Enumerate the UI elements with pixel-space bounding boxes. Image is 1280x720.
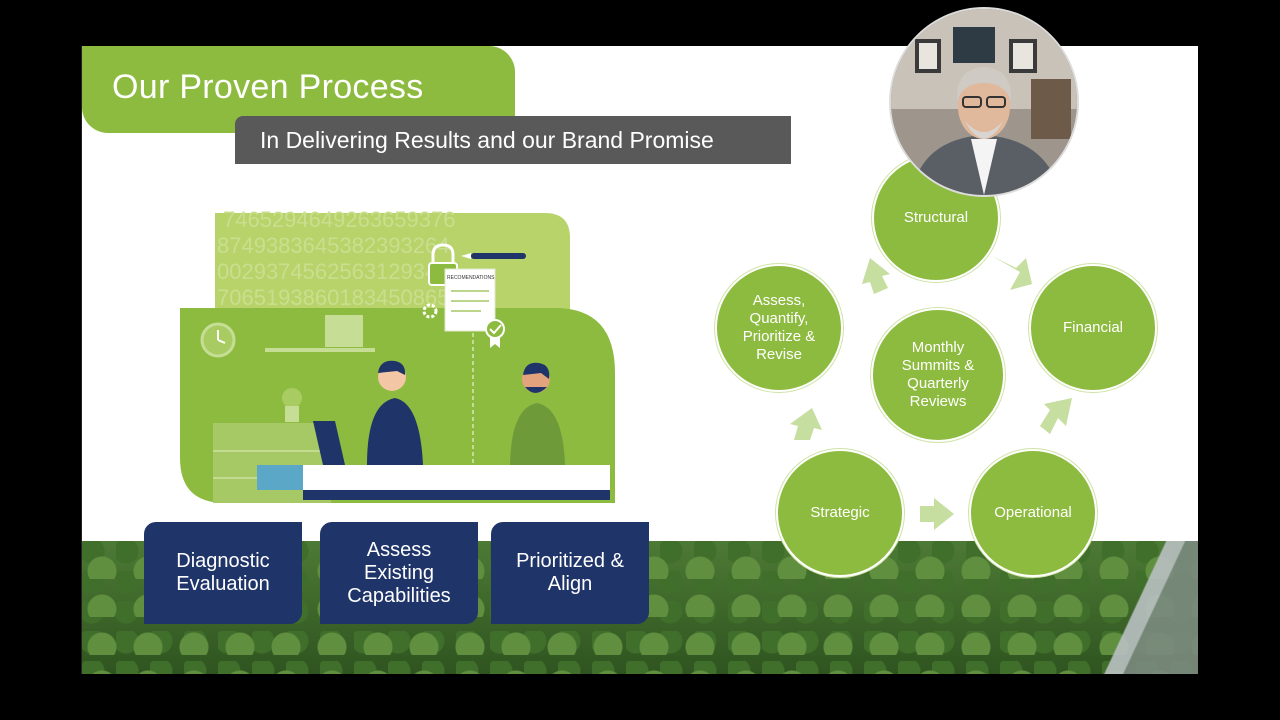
number-pattern-line: 7465294649263659376 (223, 207, 455, 232)
step-label: Assess Existing Capabilities (347, 538, 451, 607)
number-pattern-line: 0029374562563129340 (217, 259, 449, 284)
step-label: Diagnostic Evaluation (176, 550, 270, 595)
client-figure (510, 362, 565, 465)
node-label: Operational (994, 504, 1072, 521)
node-label: Structural (903, 209, 969, 226)
road-background (1088, 541, 1198, 674)
clock-icon (200, 322, 236, 358)
slide-title: Our Proven Process (112, 68, 424, 106)
step-card-assess: Assess Existing Capabilities (320, 522, 478, 624)
consultant-figure (367, 360, 423, 465)
shelf (265, 348, 375, 352)
step-card-prioritize: Prioritized & Align (491, 522, 649, 624)
presenter-image (891, 9, 1077, 195)
arrow-assess-structural (862, 258, 890, 294)
checkmark-badge-icon (485, 319, 505, 348)
center-label: Monthly Summits & Quarterly Reviews (901, 339, 975, 410)
node-label: Strategic (810, 504, 870, 521)
binders (325, 315, 363, 347)
node-label: Financial (1062, 319, 1124, 336)
pen-icon (461, 253, 526, 259)
cycle-node-financial: Financial (1029, 264, 1157, 392)
cycle-center: Monthly Summits & Quarterly Reviews (871, 308, 1005, 442)
cycle-node-operational: Operational (969, 449, 1097, 577)
number-pattern-line: 7065193860183450865 (217, 285, 449, 310)
arrow-strategic-assess (790, 408, 822, 440)
cycle-node-strategic: Strategic (776, 449, 904, 577)
gear-icon (422, 303, 438, 319)
node-label: Assess, Quantify, Prioritize & Revise (742, 292, 816, 363)
subtitle-banner: In Delivering Results and our Brand Prom… (235, 116, 791, 164)
presentation-slide: Our Proven Process In Delivering Results… (82, 46, 1198, 674)
step-label: Prioritized & Align (516, 550, 624, 595)
arrow-operational-strategic (920, 498, 954, 530)
cycle-node-assess: Assess, Quantify, Prioritize & Revise (715, 264, 843, 392)
laptop-icon (313, 421, 345, 465)
desk (303, 465, 610, 491)
arrow-financial-operational (1040, 398, 1072, 434)
arrow-structural-financial (992, 256, 1032, 290)
recommendations-document: RECOMENDATIONS (444, 268, 496, 332)
presenter-video[interactable] (891, 9, 1077, 195)
consultation-illustration: 7465294649263659376 8749383645382393264 … (180, 207, 615, 503)
step-card-diagnostic: Diagnostic Evaluation (144, 522, 302, 624)
document-label: RECOMENDATIONS (447, 275, 495, 281)
slide-subtitle: In Delivering Results and our Brand Prom… (260, 127, 714, 153)
plant-icon (282, 388, 302, 422)
number-pattern-line: 8749383645382393264 (217, 233, 449, 258)
